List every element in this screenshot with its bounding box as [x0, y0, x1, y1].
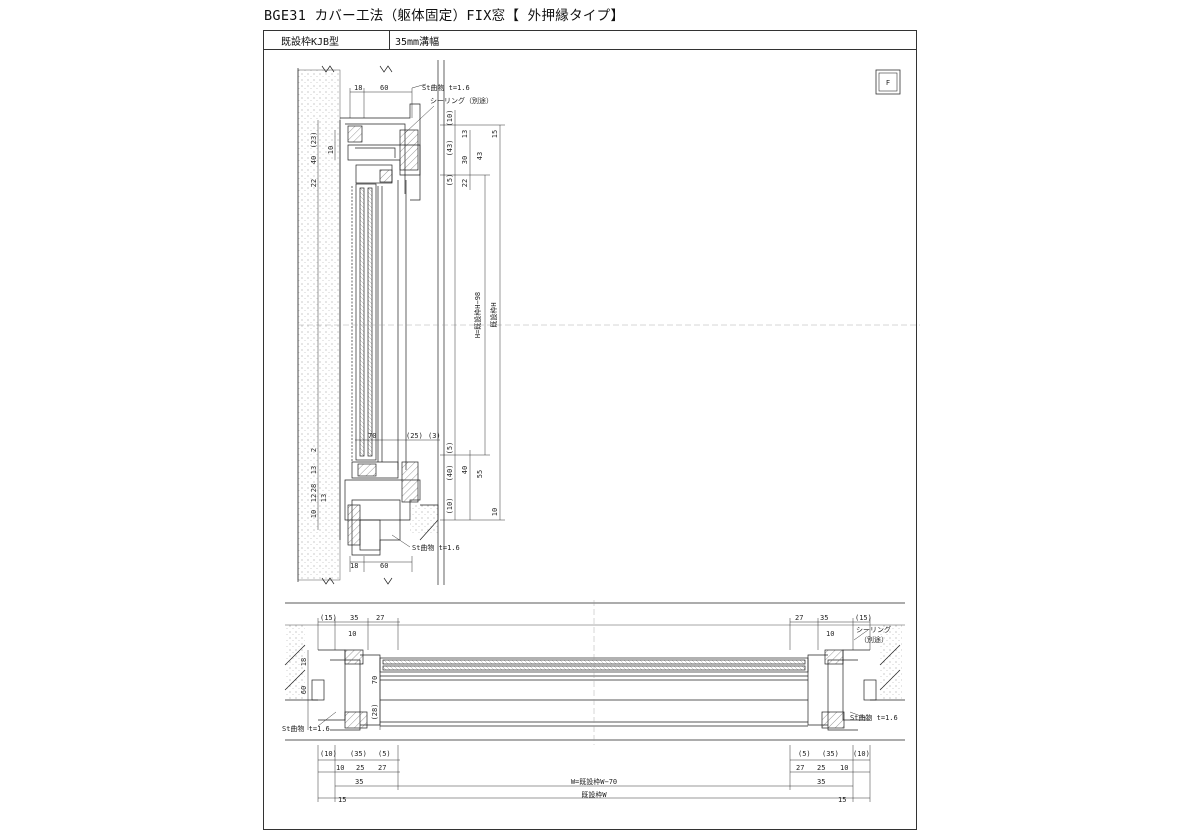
svg-text:10: 10 [348, 630, 356, 638]
svg-text:15: 15 [491, 130, 499, 138]
svg-text:(5): (5) [798, 750, 811, 758]
svg-text:(35): (35) [350, 750, 367, 758]
label-sealing-h2: （別途） [860, 635, 888, 644]
svg-text:13: 13 [310, 466, 318, 474]
vertical-dimensions [317, 83, 505, 572]
horizontal-dimension-text: (15) 35 27 10 27 35 (15) 10 18 60 70 (28… [282, 614, 898, 804]
vertical-section [297, 60, 920, 585]
svg-text:10: 10 [336, 764, 344, 772]
seal-top [347, 125, 363, 143]
svg-text:35: 35 [355, 778, 363, 786]
svg-text:60: 60 [380, 562, 388, 570]
horizontal-dimensions [307, 618, 871, 802]
svg-text:(5): (5) [378, 750, 391, 758]
svg-text:(25): (25) [406, 432, 423, 440]
svg-text:35: 35 [817, 778, 825, 786]
label-st-top: St曲物 t=1.6 [422, 83, 470, 92]
svg-text:(10): (10) [446, 498, 454, 515]
svg-text:25: 25 [356, 764, 364, 772]
svg-text:(15): (15) [855, 614, 872, 622]
svg-text:15: 15 [838, 796, 846, 804]
horizontal-section [284, 600, 905, 745]
svg-text:70: 70 [371, 676, 379, 684]
svg-text:43: 43 [476, 152, 484, 160]
svg-text:70: 70 [368, 432, 376, 440]
svg-text:10: 10 [310, 510, 318, 518]
vertical-dimension-text: 18 60 18 60 (23) 10 40 22 2 13 28 12 13 … [310, 83, 499, 570]
label-sealing-h1: シーリング [856, 625, 891, 634]
label-st-left: St曲物 t=1.6 [282, 724, 330, 733]
svg-text:2: 2 [310, 448, 318, 452]
svg-text:13: 13 [461, 130, 469, 138]
svg-text:27: 27 [378, 764, 386, 772]
svg-text:(5): (5) [446, 174, 454, 187]
svg-text:27: 27 [795, 614, 803, 622]
svg-text:(15): (15) [320, 614, 337, 622]
svg-text:30: 30 [461, 156, 469, 164]
svg-text:(28): (28) [371, 704, 379, 721]
svg-text:10: 10 [491, 508, 499, 516]
svg-text:55: 55 [476, 470, 484, 478]
svg-text:(43): (43) [446, 140, 454, 157]
dim-w-outer: 既設枠W [581, 790, 607, 799]
svg-text:27: 27 [376, 614, 384, 622]
svg-text:40: 40 [310, 156, 318, 164]
dim-h-inner: H=既設枠H−98 [473, 292, 482, 338]
svg-text:22: 22 [310, 179, 318, 187]
svg-text:(5): (5) [446, 442, 454, 455]
svg-text:(10): (10) [320, 750, 337, 758]
label-sealing: シーリング（別途） [430, 96, 493, 105]
svg-text:60: 60 [300, 686, 308, 694]
svg-text:10: 10 [327, 146, 335, 154]
svg-text:60: 60 [380, 84, 388, 92]
svg-text:27: 27 [796, 764, 804, 772]
svg-text:13: 13 [320, 494, 328, 502]
svg-text:18: 18 [300, 658, 308, 666]
svg-text:18: 18 [350, 562, 358, 570]
label-st-bottom: St曲物 t=1.6 [412, 543, 460, 552]
drawing-frame [263, 30, 917, 830]
svg-text:18: 18 [354, 84, 362, 92]
svg-text:15: 15 [338, 796, 346, 804]
svg-text:35: 35 [820, 614, 828, 622]
svg-text:12: 12 [310, 494, 318, 502]
dim-h-outer: 既設枠H [489, 302, 498, 327]
svg-text:(35): (35) [822, 750, 839, 758]
svg-text:(23): (23) [310, 132, 318, 149]
svg-text:(3): (3) [428, 432, 441, 440]
dim-w-inner: W=既設枠W−70 [571, 777, 617, 786]
groove-width-label: 35mm溝幅 [395, 37, 440, 48]
frame-type-label: 既設枠KJB型 [281, 37, 340, 48]
page-title: BGE31 カバー工法（躯体固定）FIX窓【 外押縁タイプ】 [264, 8, 625, 24]
svg-text:35: 35 [350, 614, 358, 622]
header-row: 既設枠KJB型 35mm溝幅 [263, 30, 917, 50]
symbol-letter: F [886, 79, 890, 87]
svg-text:22: 22 [461, 179, 469, 187]
svg-text:(40): (40) [446, 465, 454, 482]
svg-text:40: 40 [461, 466, 469, 474]
svg-text:(10): (10) [446, 110, 454, 127]
svg-text:(10): (10) [853, 750, 870, 758]
svg-text:10: 10 [840, 764, 848, 772]
svg-text:10: 10 [826, 630, 834, 638]
header-divider [389, 30, 390, 49]
label-st-right: St曲物 t=1.6 [850, 713, 898, 722]
svg-text:28: 28 [310, 484, 318, 492]
symbol-box: F [875, 69, 901, 95]
svg-text:25: 25 [817, 764, 825, 772]
